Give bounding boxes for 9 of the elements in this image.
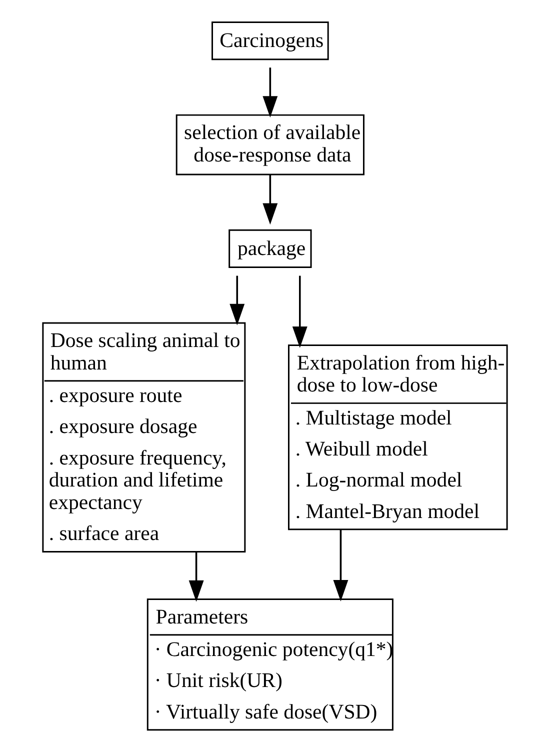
- node-box: Carcinogens: [212, 22, 329, 60]
- arrow: [292, 276, 308, 348]
- node-box: selection of available dose-response data: [176, 114, 364, 176]
- node-box: package: [228, 229, 312, 268]
- arrow: [262, 68, 278, 118]
- arrow: [230, 276, 245, 326]
- arrow: [333, 530, 348, 602]
- arrow: [262, 174, 278, 225]
- arrow: [188, 552, 204, 602]
